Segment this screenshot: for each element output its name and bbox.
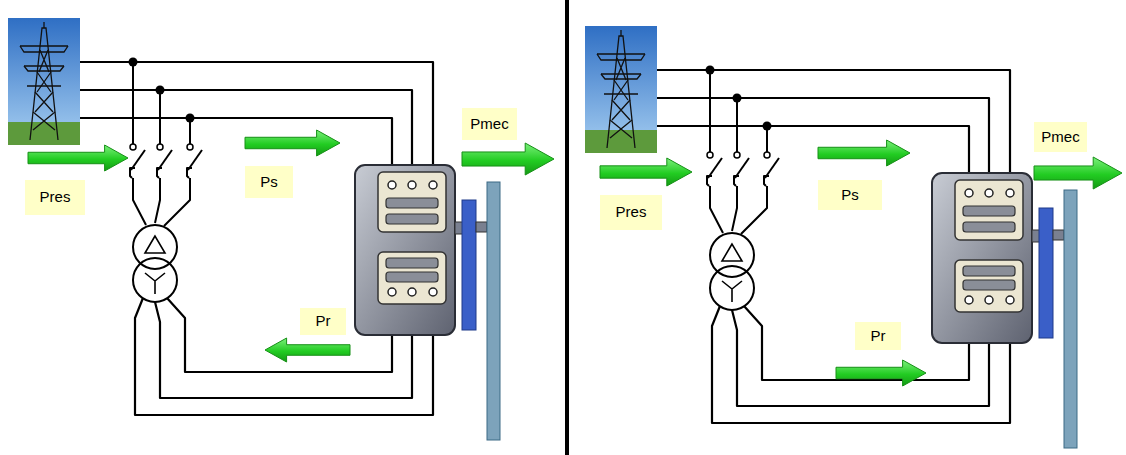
wye-symbol: [722, 281, 742, 302]
terminal: [965, 296, 973, 304]
terminal: [965, 189, 973, 197]
power-label: Pr: [855, 322, 901, 350]
label-text: Ps: [841, 187, 859, 204]
switch-contact: [187, 144, 193, 150]
terminal: [1006, 189, 1014, 197]
power-flow-arrow: [600, 158, 692, 186]
terminal-link: [386, 198, 438, 208]
coupling-disc: [462, 200, 476, 330]
switch-contact: [130, 168, 135, 178]
power-flow-arrow: [462, 143, 554, 175]
power-label: Pmec: [1034, 122, 1087, 152]
switch-lead: [132, 62, 134, 144]
load-plate: [1064, 190, 1077, 448]
coupling-disc: [1039, 208, 1053, 338]
label-text: Ps: [260, 174, 278, 191]
terminal: [985, 296, 993, 304]
terminal-link: [963, 222, 1015, 232]
transformer-lead: [741, 186, 767, 234]
switch-contact: [764, 152, 770, 158]
switch-lead: [189, 118, 191, 144]
power-label: Pres: [600, 195, 662, 230]
terminal: [388, 181, 396, 189]
switch-contact: [734, 152, 740, 158]
terminal-link: [963, 206, 1015, 216]
transformer-lead: [164, 178, 190, 226]
power-flow-arrow: [265, 338, 350, 362]
shaft: [1053, 230, 1064, 240]
terminal-box: [955, 180, 1023, 240]
transformer-lead: [133, 178, 146, 225]
power-label: Ps: [818, 180, 882, 210]
power-flow-arrow: [818, 140, 910, 166]
switch-contact: [707, 152, 713, 158]
transformer-lead: [710, 186, 723, 233]
switch-lead: [709, 70, 711, 152]
transmission-tower: [20, 22, 68, 140]
switch-contact: [707, 176, 712, 186]
terminal-link: [386, 258, 438, 268]
switch-lead: [766, 126, 768, 152]
switch-contact: [187, 168, 192, 178]
delta-symbol: [722, 244, 742, 261]
transformer-lead: [155, 178, 160, 223]
motor-housing: [355, 165, 455, 335]
delta-winding: [133, 225, 177, 269]
terminal-link: [963, 266, 1015, 276]
panel-divider: [565, 0, 569, 455]
wye-winding: [710, 266, 754, 310]
label-text: Pres: [40, 189, 71, 206]
transformer-lead: [732, 186, 737, 231]
power-label: Ps: [245, 166, 293, 198]
terminal-link: [386, 272, 438, 282]
terminal-link: [386, 214, 438, 224]
power-flow-arrow: [245, 130, 340, 156]
terminal: [408, 181, 416, 189]
terminal: [1006, 296, 1014, 304]
label-text: Pr: [871, 328, 886, 345]
delta-winding: [710, 233, 754, 277]
grid-wire: [657, 126, 969, 190]
sky-background: [8, 18, 80, 145]
terminal-box: [378, 172, 446, 232]
terminal: [408, 288, 416, 296]
terminal: [388, 288, 396, 296]
delta-symbol: [145, 236, 165, 253]
switch-contact: [764, 176, 769, 186]
label-text: Pr: [316, 313, 331, 330]
transmission-tower: [597, 30, 645, 148]
wye-symbol: [145, 273, 165, 294]
terminal: [429, 288, 437, 296]
terminal: [985, 189, 993, 197]
grass: [585, 130, 657, 153]
right-panel: [585, 26, 1077, 448]
terminal-link: [963, 280, 1015, 290]
left-panel: [8, 18, 500, 440]
load-plate: [487, 182, 500, 440]
grid-wire: [80, 118, 392, 182]
label-text: Pres: [616, 204, 647, 221]
shaft: [476, 222, 487, 232]
switch-contact: [734, 176, 739, 186]
power-flow-arrow: [836, 360, 926, 386]
label-text: Pmec: [1041, 129, 1079, 146]
power-label: Pmec: [462, 108, 517, 140]
switch-contact: [157, 144, 163, 150]
label-text: Pmec: [470, 116, 508, 133]
power-label: Pres: [25, 180, 85, 215]
switch-contact: [130, 144, 136, 150]
terminal-box: [378, 252, 446, 304]
switch-contact: [157, 168, 162, 178]
motor-housing: [932, 173, 1032, 343]
grass: [8, 122, 80, 145]
power-flow-arrow: [28, 145, 128, 171]
power-flow-arrow: [1034, 157, 1122, 189]
power-label: Pr: [300, 308, 346, 335]
wye-winding: [133, 258, 177, 302]
terminal-box: [955, 260, 1023, 312]
sky-background: [585, 26, 657, 153]
terminal: [429, 181, 437, 189]
